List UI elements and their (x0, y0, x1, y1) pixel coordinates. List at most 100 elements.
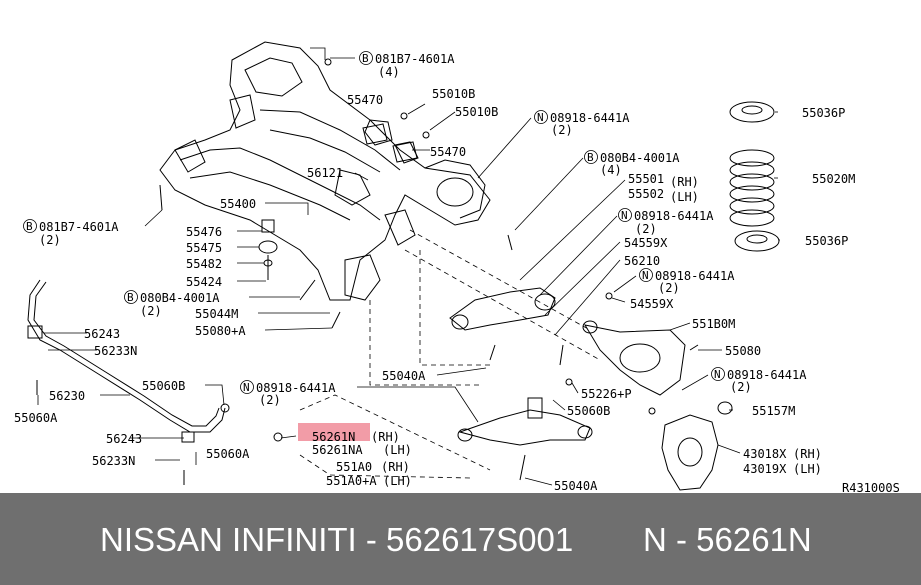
nut-marker-icon (240, 380, 254, 394)
qty-2-d: (2) (140, 304, 162, 318)
label-lh-551A0: (LH) (383, 474, 412, 488)
bolt-marker: B (26, 220, 33, 233)
nut-marker: N (642, 269, 649, 282)
mount-stack (258, 123, 733, 415)
label-rh-55501: (RH) (670, 175, 699, 189)
label-55060A-right: 55060A (206, 447, 250, 461)
label-551A0-plus-A: 551A0+A (326, 474, 377, 488)
label-55040A-bottom: 55040A (554, 479, 598, 493)
label-56261N: 56261N (312, 430, 355, 444)
label-55501: 55501 (628, 172, 664, 186)
bolt-marker-icon (23, 219, 37, 233)
qty-2-a: (2) (551, 123, 573, 137)
assembly-lines (299, 229, 601, 479)
bolt-marker-icon (124, 290, 138, 304)
nut-marker-icon (711, 367, 725, 381)
bolt-marker-icon (359, 51, 373, 65)
qty-4-top: (4) (378, 65, 400, 79)
nut-marker-icon (618, 208, 632, 222)
label-08918-6441A-c: 08918-6441A (655, 269, 735, 283)
label-54559X-a: 54559X (624, 236, 668, 250)
bolt-marker: B (127, 291, 134, 304)
coil-spring (729, 101, 780, 252)
bolt-marker-icon (584, 150, 598, 164)
highlight-box (298, 423, 370, 441)
label-08918-6441A-b: 08918-6441A (634, 209, 714, 223)
bolt-marker: B (587, 151, 594, 164)
footer-bar: NISSAN INFINITI - 562617S001 N - 56261N (0, 493, 921, 585)
label-55040A-mid: 55040A (382, 369, 426, 383)
label-08918-6441A-e: 08918-6441A (256, 381, 336, 395)
label-080B4-4001A-a: 080B4-4001A (600, 151, 680, 165)
label-08918-6441A-a: 08918-6441A (550, 111, 630, 125)
label-55060A-left: 55060A (14, 411, 58, 425)
label-55157M: 55157M (752, 404, 795, 418)
label-55424: 55424 (186, 275, 222, 289)
nut-marker: N (621, 209, 628, 222)
label-55400: 55400 (220, 197, 256, 211)
label-56210: 56210 (624, 254, 660, 268)
label-lh-55502: (LH) (670, 190, 699, 204)
label-55476: 55476 (186, 225, 222, 239)
label-081B7-4601A-left: 081B7-4601A (39, 220, 119, 234)
label-43018X: 43018X (743, 447, 787, 461)
label-54559X-b: 54559X (630, 297, 674, 311)
label-55060B-right: 55060B (567, 404, 610, 418)
footer-make-part-number: NISSAN INFINITI - 562617S001 (100, 521, 574, 558)
label-56233N-lower: 56233N (92, 454, 135, 468)
label-56233N-upper: 56233N (94, 344, 137, 358)
qty-2-c: (2) (658, 281, 680, 295)
qty-2-b: (2) (635, 222, 657, 236)
stabilizer-bar (27, 279, 226, 443)
qty-4-b: (4) (600, 163, 622, 177)
label-551B0M: 551B0M (692, 317, 735, 331)
label-lh-56261NA: (LH) (383, 443, 412, 457)
label-55036P-top: 55036P (802, 106, 845, 120)
diagram-reference: R431000S (842, 481, 900, 493)
nut-marker: N (243, 381, 250, 394)
lower-arm (582, 320, 686, 396)
label-rh-56261N: (RH) (371, 430, 400, 444)
qty-2-left: (2) (39, 233, 61, 247)
label-55080: 55080 (725, 344, 761, 358)
upper-link (449, 287, 556, 331)
bolt-marker: B (362, 52, 369, 65)
nut-marker: N (537, 111, 544, 124)
label-55482: 55482 (186, 257, 222, 271)
footer-oem-part: N - 56261N (643, 521, 812, 558)
label-55036P-bottom: 55036P (805, 234, 848, 248)
knuckle (661, 414, 719, 491)
label-55060B-left: 55060B (142, 379, 185, 393)
label-08918-6441A-d: 08918-6441A (727, 368, 807, 382)
label-56230: 56230 (49, 389, 85, 403)
label-55010B-1: 55010B (432, 87, 475, 101)
label-55226-plus-P: 55226+P (581, 387, 632, 401)
label-rh-43018X: (RH) (793, 447, 822, 461)
rear-subframe (159, 41, 491, 301)
label-43019X: 43019X (743, 462, 787, 476)
label-55475: 55475 (186, 241, 222, 255)
bolts (36, 58, 699, 485)
nut-marker: N (714, 368, 721, 381)
label-55470-lower: 55470 (430, 145, 466, 159)
label-55470-upper: 55470 (347, 93, 383, 107)
nut-marker-icon (534, 110, 548, 124)
qty-2-e: (2) (730, 380, 752, 394)
qty-2-f: (2) (259, 393, 281, 407)
parts-diagram: B 081B7-4601A (4) 55470 55010B 55010B 55… (14, 41, 900, 493)
front-lower-link (457, 397, 593, 446)
label-551A0: 551A0 (336, 460, 372, 474)
part-labels: B 081B7-4601A (4) 55470 55010B 55010B 55… (14, 51, 900, 493)
label-56121: 56121 (307, 166, 343, 180)
label-56243-upper: 56243 (84, 327, 120, 341)
label-081B7-4601A-top: 081B7-4601A (375, 52, 455, 66)
label-55080-plus-A: 55080+A (195, 324, 246, 338)
label-rh-551A0: (RH) (381, 460, 410, 474)
label-56243-lower: 56243 (106, 432, 142, 446)
label-lh-43019X: (LH) (793, 462, 822, 476)
label-080B4-4001A-b: 080B4-4001A (140, 291, 220, 305)
leader-lines (37, 47, 780, 486)
label-55502: 55502 (628, 187, 664, 201)
label-55044M: 55044M (195, 307, 238, 321)
label-56261NA: 56261NA (312, 443, 363, 457)
